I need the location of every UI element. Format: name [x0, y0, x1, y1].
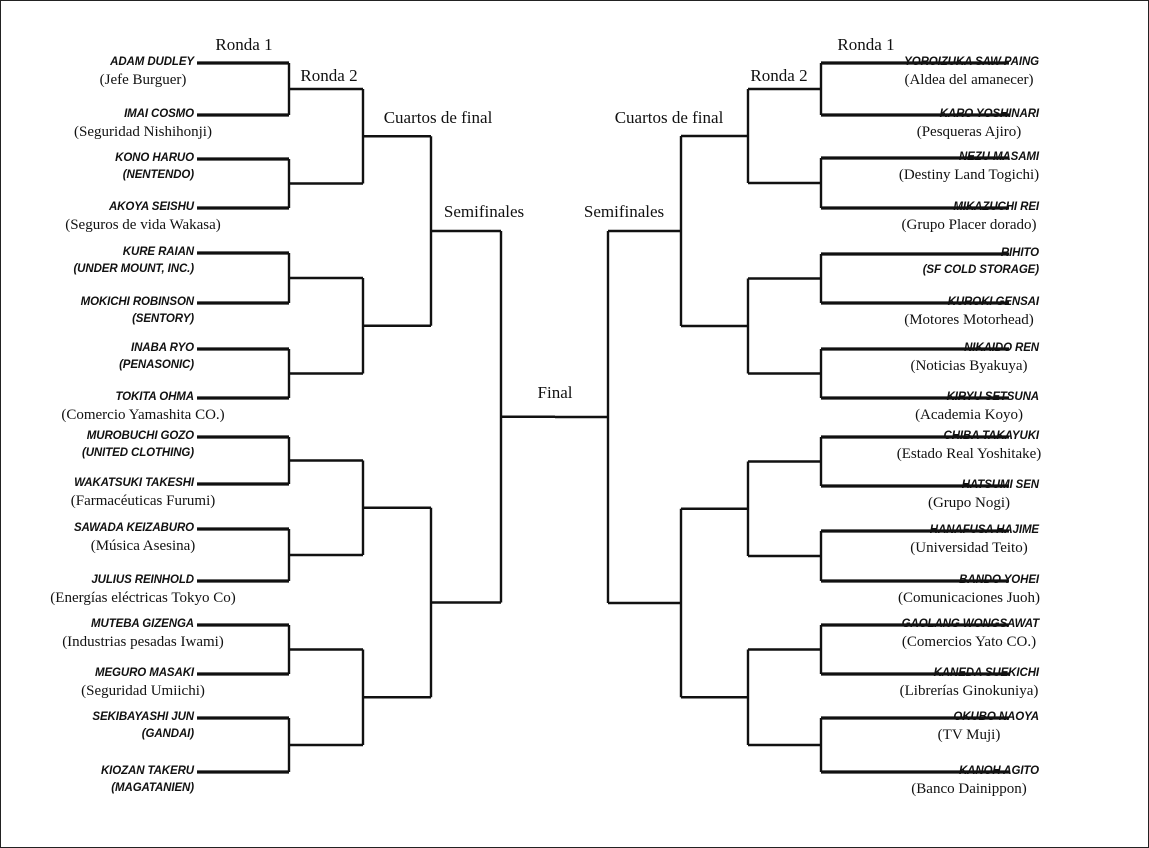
right-entrant-9-company: (Estado Real Yoshitake) [896, 446, 1042, 462]
right-entrant-5-subline: (SF COLD STORAGE) [922, 264, 1039, 276]
left-entrant-13-name: MUTEBA GIZENGA [91, 618, 194, 630]
left-entrant-5-name: KURE RAIAN [122, 246, 194, 258]
right-entrant-7-name: NIKAIDO REN [964, 342, 1039, 354]
left-entrant-3-name: KONO HARUO [115, 152, 194, 164]
right-entrant-15-company: (TV Muji) [937, 727, 1001, 743]
right-entrant-13-company: (Comercios Yato CO.) [901, 634, 1037, 650]
left-entrant-16-subline: (MAGATANIEN) [111, 782, 194, 794]
right-entrant-1-company: (Aldea del amanecer) [904, 72, 1034, 88]
right-entrant-10-name: HATSUMI SEN [961, 479, 1039, 491]
right-entrant-6-name: KUROKI GENSAI [947, 296, 1039, 308]
right-entrant-16-name: KANOH AGITO [958, 765, 1039, 777]
left-entrant-9-name: MUROBUCHI GOZO [86, 430, 194, 442]
left-entrant-3-subline: (NENTENDO) [122, 169, 194, 181]
left-entrant-6-subline: (SENTORY) [132, 313, 194, 325]
right-entrant-3-name: NEZU MASAMI [958, 151, 1039, 163]
left-entrant-6-name: MOKICHI ROBINSON [80, 296, 195, 308]
left-entrant-4-name: AKOYA SEISHU [108, 201, 194, 213]
left-round-2-label: Ronda 2 [300, 66, 358, 85]
right-entrant-14-name: KANEDA SUEKICHI [933, 667, 1040, 679]
left-entrant-15-subline: (GANDAI) [141, 728, 194, 740]
left-entrant-7-name: INABA RYO [131, 342, 194, 354]
right-entrant-14-company: (Librerías Ginokuniya) [899, 683, 1039, 699]
left-entrant-14-company: (Seguridad Umiichi) [81, 683, 205, 699]
right-entrant-10-company: (Grupo Nogi) [927, 495, 1011, 511]
right-entrant-4-company: (Grupo Placer dorado) [901, 217, 1037, 233]
left-entrant-14-name: MEGURO MASAKI [94, 667, 194, 679]
left-entrant-10-name: WAKATSUKI TAKESHI [74, 477, 194, 489]
left-entrant-2-name: IMAI COSMO [124, 108, 194, 120]
right-entrant-13-name: GAOLANG WONGSAWAT [901, 618, 1039, 630]
left-entrant-9-subline: (UNITED CLOTHING) [81, 447, 194, 459]
left-entrant-1-name: ADAM DUDLEY [110, 56, 194, 68]
left-entrant-12-company: (Energías eléctricas Tokyo Co) [50, 590, 236, 606]
right-entrant-11-name: HANAFUSA HAJIME [929, 524, 1039, 536]
left-entrant-7-subline: (PENASONIC) [119, 359, 194, 371]
right-round-2-label: Ronda 2 [750, 66, 808, 85]
right-entrant-6-company: (Motores Motorhead) [904, 312, 1034, 328]
left-quarterfinals-label: Cuartos de final [383, 108, 493, 127]
right-entrant-12-company: (Comunicaciones Juoh) [897, 590, 1041, 606]
right-round-1-label: Ronda 1 [837, 35, 895, 54]
left-entrant-8-company: (Comercio Yamashita CO.) [61, 407, 225, 423]
right-entrant-12-name: BANDO YOHEI [959, 574, 1039, 586]
right-entrant-4-name: MIKAZUCHI REI [953, 201, 1039, 213]
right-entrant-1-name: YOROIZUKA SAW PAING [904, 56, 1039, 68]
right-entrant-3-company: (Destiny Land Togichi) [898, 167, 1040, 183]
right-entrant-15-name: OKUBO NAOYA [953, 711, 1039, 723]
left-entrant-1-company: (Jefe Burguer) [99, 72, 187, 88]
left-entrant-16-name: KIOZAN TAKERU [100, 765, 194, 777]
left-round-1-label: Ronda 1 [215, 35, 273, 54]
right-entrant-9-name: CHIBA TAKAYUKI [943, 430, 1040, 442]
right-entrant-11-company: (Universidad Teito) [910, 540, 1028, 556]
right-entrant-5-name: RIHITO [1000, 247, 1039, 259]
left-entrant-11-company: (Música Asesina) [90, 538, 196, 554]
left-entrant-11-name: SAWADA KEIZABURO [73, 522, 194, 534]
right-entrant-2-company: (Pesqueras Ajiro) [916, 124, 1022, 140]
left-entrant-13-company: (Industrias pesadas Iwami) [62, 634, 224, 650]
right-entrant-16-company: (Banco Dainippon) [911, 781, 1027, 797]
left-entrant-5-subline: (UNDER MOUNT, INC.) [73, 263, 194, 275]
left-entrant-4-company: (Seguros de vida Wakasa) [65, 217, 221, 233]
right-semifinals-label: Semifinales [583, 202, 665, 221]
final-label: Final [537, 383, 573, 402]
left-semifinals-label: Semifinales [443, 202, 525, 221]
left-entrant-10-company: (Farmacéuticas Furumi) [70, 493, 216, 509]
left-entrant-8-name: TOKITA OHMA [115, 391, 194, 403]
right-entrant-8-name: KIRYU SETSUNA [946, 391, 1040, 403]
left-entrant-15-name: SEKIBAYASHI JUN [92, 711, 194, 723]
right-entrant-2-name: KARO YOSHINARI [939, 108, 1039, 120]
right-entrant-8-company: (Academia Koyo) [915, 407, 1023, 423]
left-entrant-12-name: JULIUS REINHOLD [91, 574, 194, 586]
right-quarterfinals-label: Cuartos de final [614, 108, 724, 127]
left-entrant-2-company: (Seguridad Nishihonji) [74, 124, 212, 140]
right-entrant-7-company: (Noticias Byakuya) [910, 358, 1028, 374]
